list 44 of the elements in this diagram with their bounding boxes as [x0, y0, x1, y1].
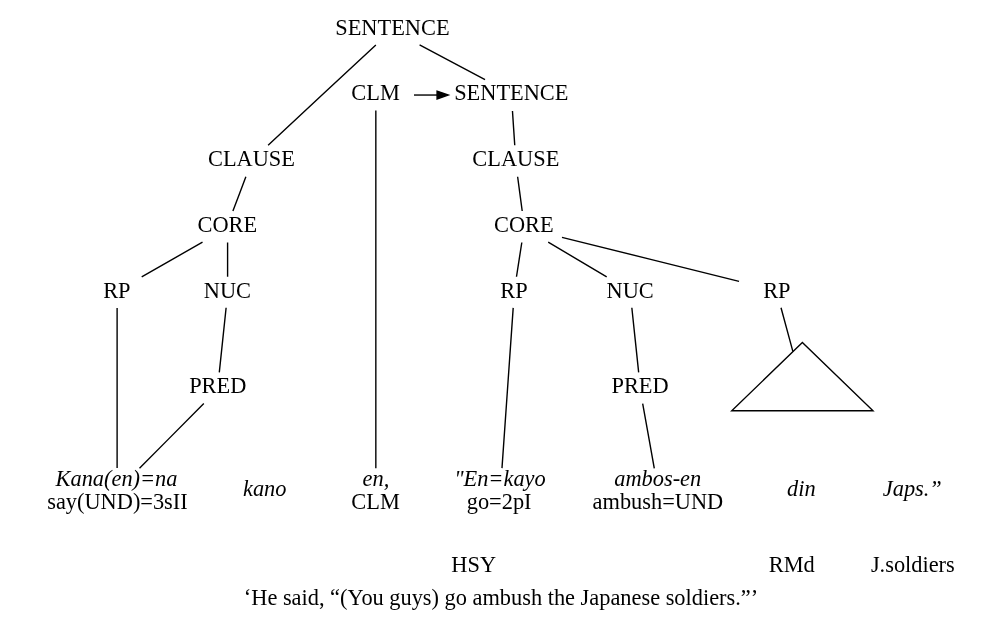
label: din: [786, 476, 816, 502]
label: HSY: [451, 551, 497, 577]
node-text: RP: [103, 277, 131, 303]
node-text: SENTENCE: [454, 80, 569, 106]
node-text: PRED: [611, 373, 669, 399]
connector: [218, 307, 227, 374]
connector: [631, 307, 640, 374]
node-text: CLAUSE: [208, 146, 295, 172]
label: J.soldiers: [870, 551, 955, 577]
node-text: PRED: [189, 373, 247, 399]
label: kano: [242, 476, 287, 502]
node-text: Kana(en)=na: [55, 466, 178, 492]
connector: [511, 110, 516, 146]
label: RMd: [768, 551, 815, 577]
node-text: CLAUSE: [472, 146, 560, 172]
caption: ‘He said, “(You guys) go ambush the Japanese soldiers.”’: [243, 585, 759, 611]
connector: [780, 307, 794, 353]
arrow: [413, 90, 451, 100]
connector: [141, 241, 204, 278]
node-text: NUC: [606, 277, 654, 303]
node-text: CLM: [351, 80, 400, 106]
connector: [501, 307, 514, 469]
connector: [267, 44, 377, 146]
node-text: SENTENCE: [335, 14, 450, 40]
node-text: CORE: [197, 211, 258, 237]
connector: [516, 176, 523, 212]
connector: [641, 402, 655, 469]
connector: [375, 109, 377, 469]
node-text: "En=kayo: [454, 466, 546, 492]
node-text: en,: [362, 466, 390, 492]
connector: [226, 241, 229, 278]
connector: [116, 307, 118, 469]
connector: [515, 241, 523, 278]
connector: [232, 176, 247, 212]
node-triangle: [730, 341, 875, 412]
connector: [547, 241, 608, 278]
connector: [418, 44, 486, 81]
node-text: NUC: [203, 277, 252, 303]
node-text: CORE: [494, 211, 554, 237]
connector: [138, 402, 205, 469]
label: Japs.”: [882, 476, 942, 502]
connector: [561, 236, 740, 283]
node-text: RP: [500, 277, 528, 303]
node-text: RP: [763, 277, 791, 303]
